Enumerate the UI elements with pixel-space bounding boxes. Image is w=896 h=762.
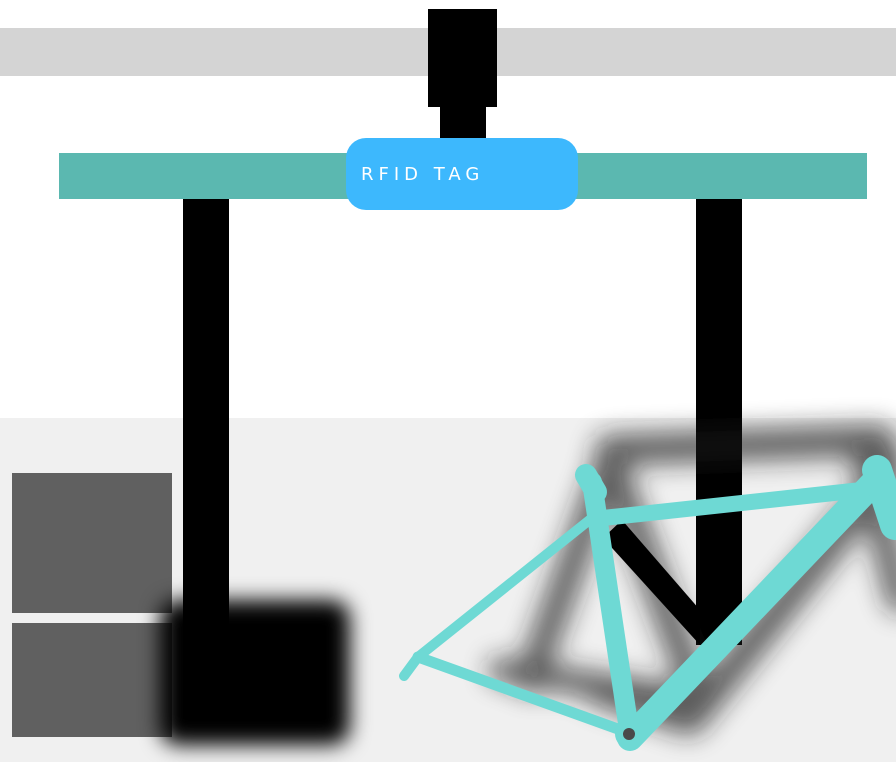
frame-head-tube <box>877 470 895 525</box>
frame-dropout <box>404 657 418 676</box>
frame-seat-post-clamp <box>586 475 596 492</box>
frame-bottom-bracket-hole <box>623 728 635 740</box>
